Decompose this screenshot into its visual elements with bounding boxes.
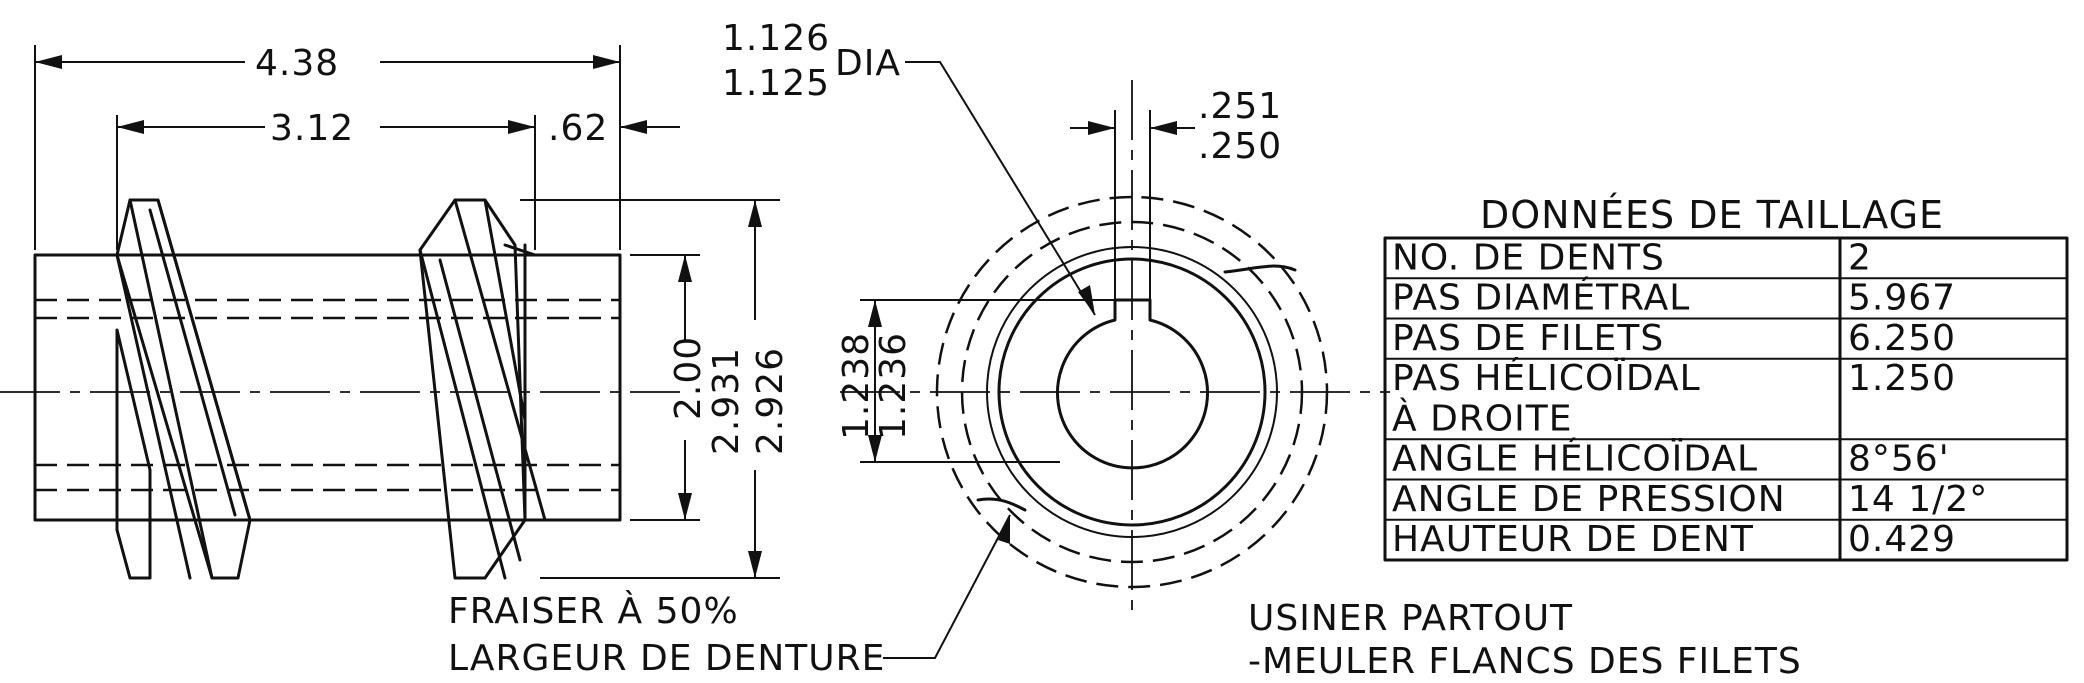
break-mark: [1223, 264, 1297, 274]
table-row-label: HAUTEUR DE DENT: [1392, 519, 1754, 560]
table-row-label: ANGLE HÉLICOÏDAL: [1392, 438, 1758, 480]
table-row-label: ANGLE DE PRESSION: [1392, 479, 1786, 520]
table-row-value: 0.429: [1848, 519, 1956, 560]
table-row-label: NO. DE DENTS: [1392, 237, 1665, 278]
end-view: .251 .250 1.238 1.236 1.126 1.125 DIA: [722, 18, 1390, 659]
table-row-value: 8°56': [1848, 439, 1950, 480]
note-chamfer-line1: FRAISER À 50%: [448, 590, 739, 632]
dim-left-length: 3.12: [270, 108, 354, 149]
outside-circle: [935, 195, 1329, 589]
root-circle: [986, 246, 1278, 538]
table-row-label: PAS HÉLICOÏDAL: [1392, 357, 1701, 399]
dim-keyway-width-max: .251: [1198, 86, 1282, 127]
table-row-label: À DROITE: [1392, 397, 1573, 439]
dim-hub-dia: 2.00: [668, 336, 709, 420]
dim-keyway-depth-min: 1.236: [873, 332, 914, 440]
hub-body: [33, 253, 622, 522]
note-chamfer-line2: LARGEUR DE DENTURE: [448, 638, 885, 679]
side-view: 4.38 3.12 .62 2.00 2.931 2.926: [0, 43, 791, 580]
pitch-circle: [960, 220, 1304, 564]
dim-overall-length: 4.38: [255, 43, 339, 84]
table-title: DONNÉES DE TAILLAGE: [1480, 193, 1944, 237]
table-row-value: 14 1/2°: [1848, 479, 1988, 520]
dim-outside-dia-min: 2.926: [750, 347, 791, 455]
notes: FRAISER À 50% LARGEUR DE DENTURE USINER …: [448, 590, 1802, 682]
note-finish-line1: USINER PARTOUT: [1248, 598, 1573, 639]
break-mark: [976, 497, 1027, 512]
table-row-label: PAS DE FILETS: [1392, 318, 1664, 359]
dim-outside-dia-max: 2.931: [706, 347, 747, 455]
dim-keyway-width-min: .250: [1198, 126, 1282, 167]
note-finish-line2: -MEULER FLANCS DES FILETS: [1248, 641, 1802, 682]
bore-keyway: [1056, 298, 1209, 470]
table-row-value: 6.250: [1848, 318, 1956, 359]
dim-right-length: .62: [548, 108, 608, 149]
left-thread: [115, 198, 252, 580]
table-row-value: 1.250: [1848, 358, 1956, 399]
right-thread: [418, 198, 547, 580]
dim-keyway-depth-max: 1.238: [836, 332, 877, 440]
table-row-value: 2: [1848, 237, 1872, 278]
dia-label: DIA: [835, 43, 901, 84]
table-row-label: PAS DIAMÉTRAL: [1392, 277, 1690, 319]
table-row-value: 5.967: [1848, 278, 1956, 319]
dim-bore-dia-min: 1.125: [722, 63, 830, 104]
hub-circle: [997, 257, 1267, 527]
dim-bore-dia-max: 1.126: [722, 18, 830, 59]
